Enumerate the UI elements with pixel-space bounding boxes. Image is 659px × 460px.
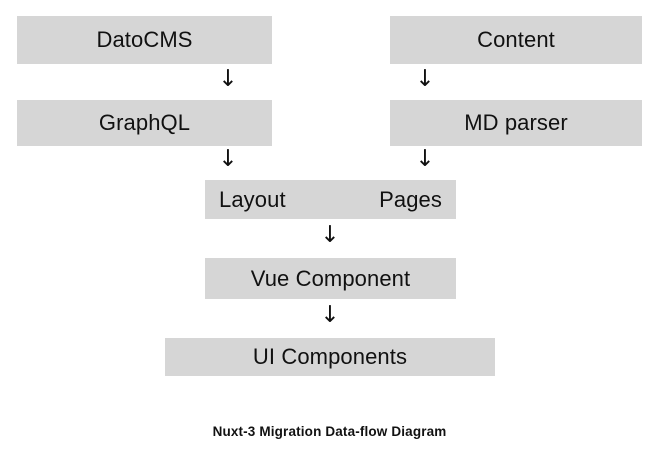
node-layout-label: Layout	[219, 186, 286, 212]
node-graphql-label: GraphQL	[98, 110, 191, 135]
node-graphql: GraphQL	[17, 100, 272, 146]
arrow-down-icon-graphql-to-layout: ↓	[218, 146, 238, 172]
node-vue-component: Vue Component	[205, 258, 456, 299]
node-content-label: Content	[477, 27, 555, 52]
node-ui-components: UI Components	[165, 338, 495, 376]
node-layout-pages: Layout Pages	[205, 180, 456, 219]
node-pages-label: Pages	[379, 186, 442, 212]
node-datocms: DatoCMS	[17, 16, 272, 64]
diagram-caption: Nuxt-3 Migration Data-flow Diagram	[212, 424, 447, 439]
arrow-down-icon-vue-to-ui: ↓	[320, 302, 340, 328]
node-datocms-label: DatoCMS	[96, 27, 193, 52]
node-ui-components-label: UI Components	[252, 344, 408, 369]
node-vue-component-label: Vue Component	[250, 265, 411, 291]
arrow-down-icon-merge-to-vue: ↓	[320, 222, 340, 248]
node-md-parser: MD parser	[390, 100, 642, 146]
node-md-parser-label: MD parser	[464, 110, 568, 135]
arrow-down-icon-content-to-mdparser: ↓	[415, 66, 435, 92]
node-content: Content	[390, 16, 642, 64]
arrow-down-icon-datocms-to-graphql: ↓	[218, 66, 238, 92]
arrow-down-icon-mdparser-to-pages: ↓	[415, 146, 435, 172]
